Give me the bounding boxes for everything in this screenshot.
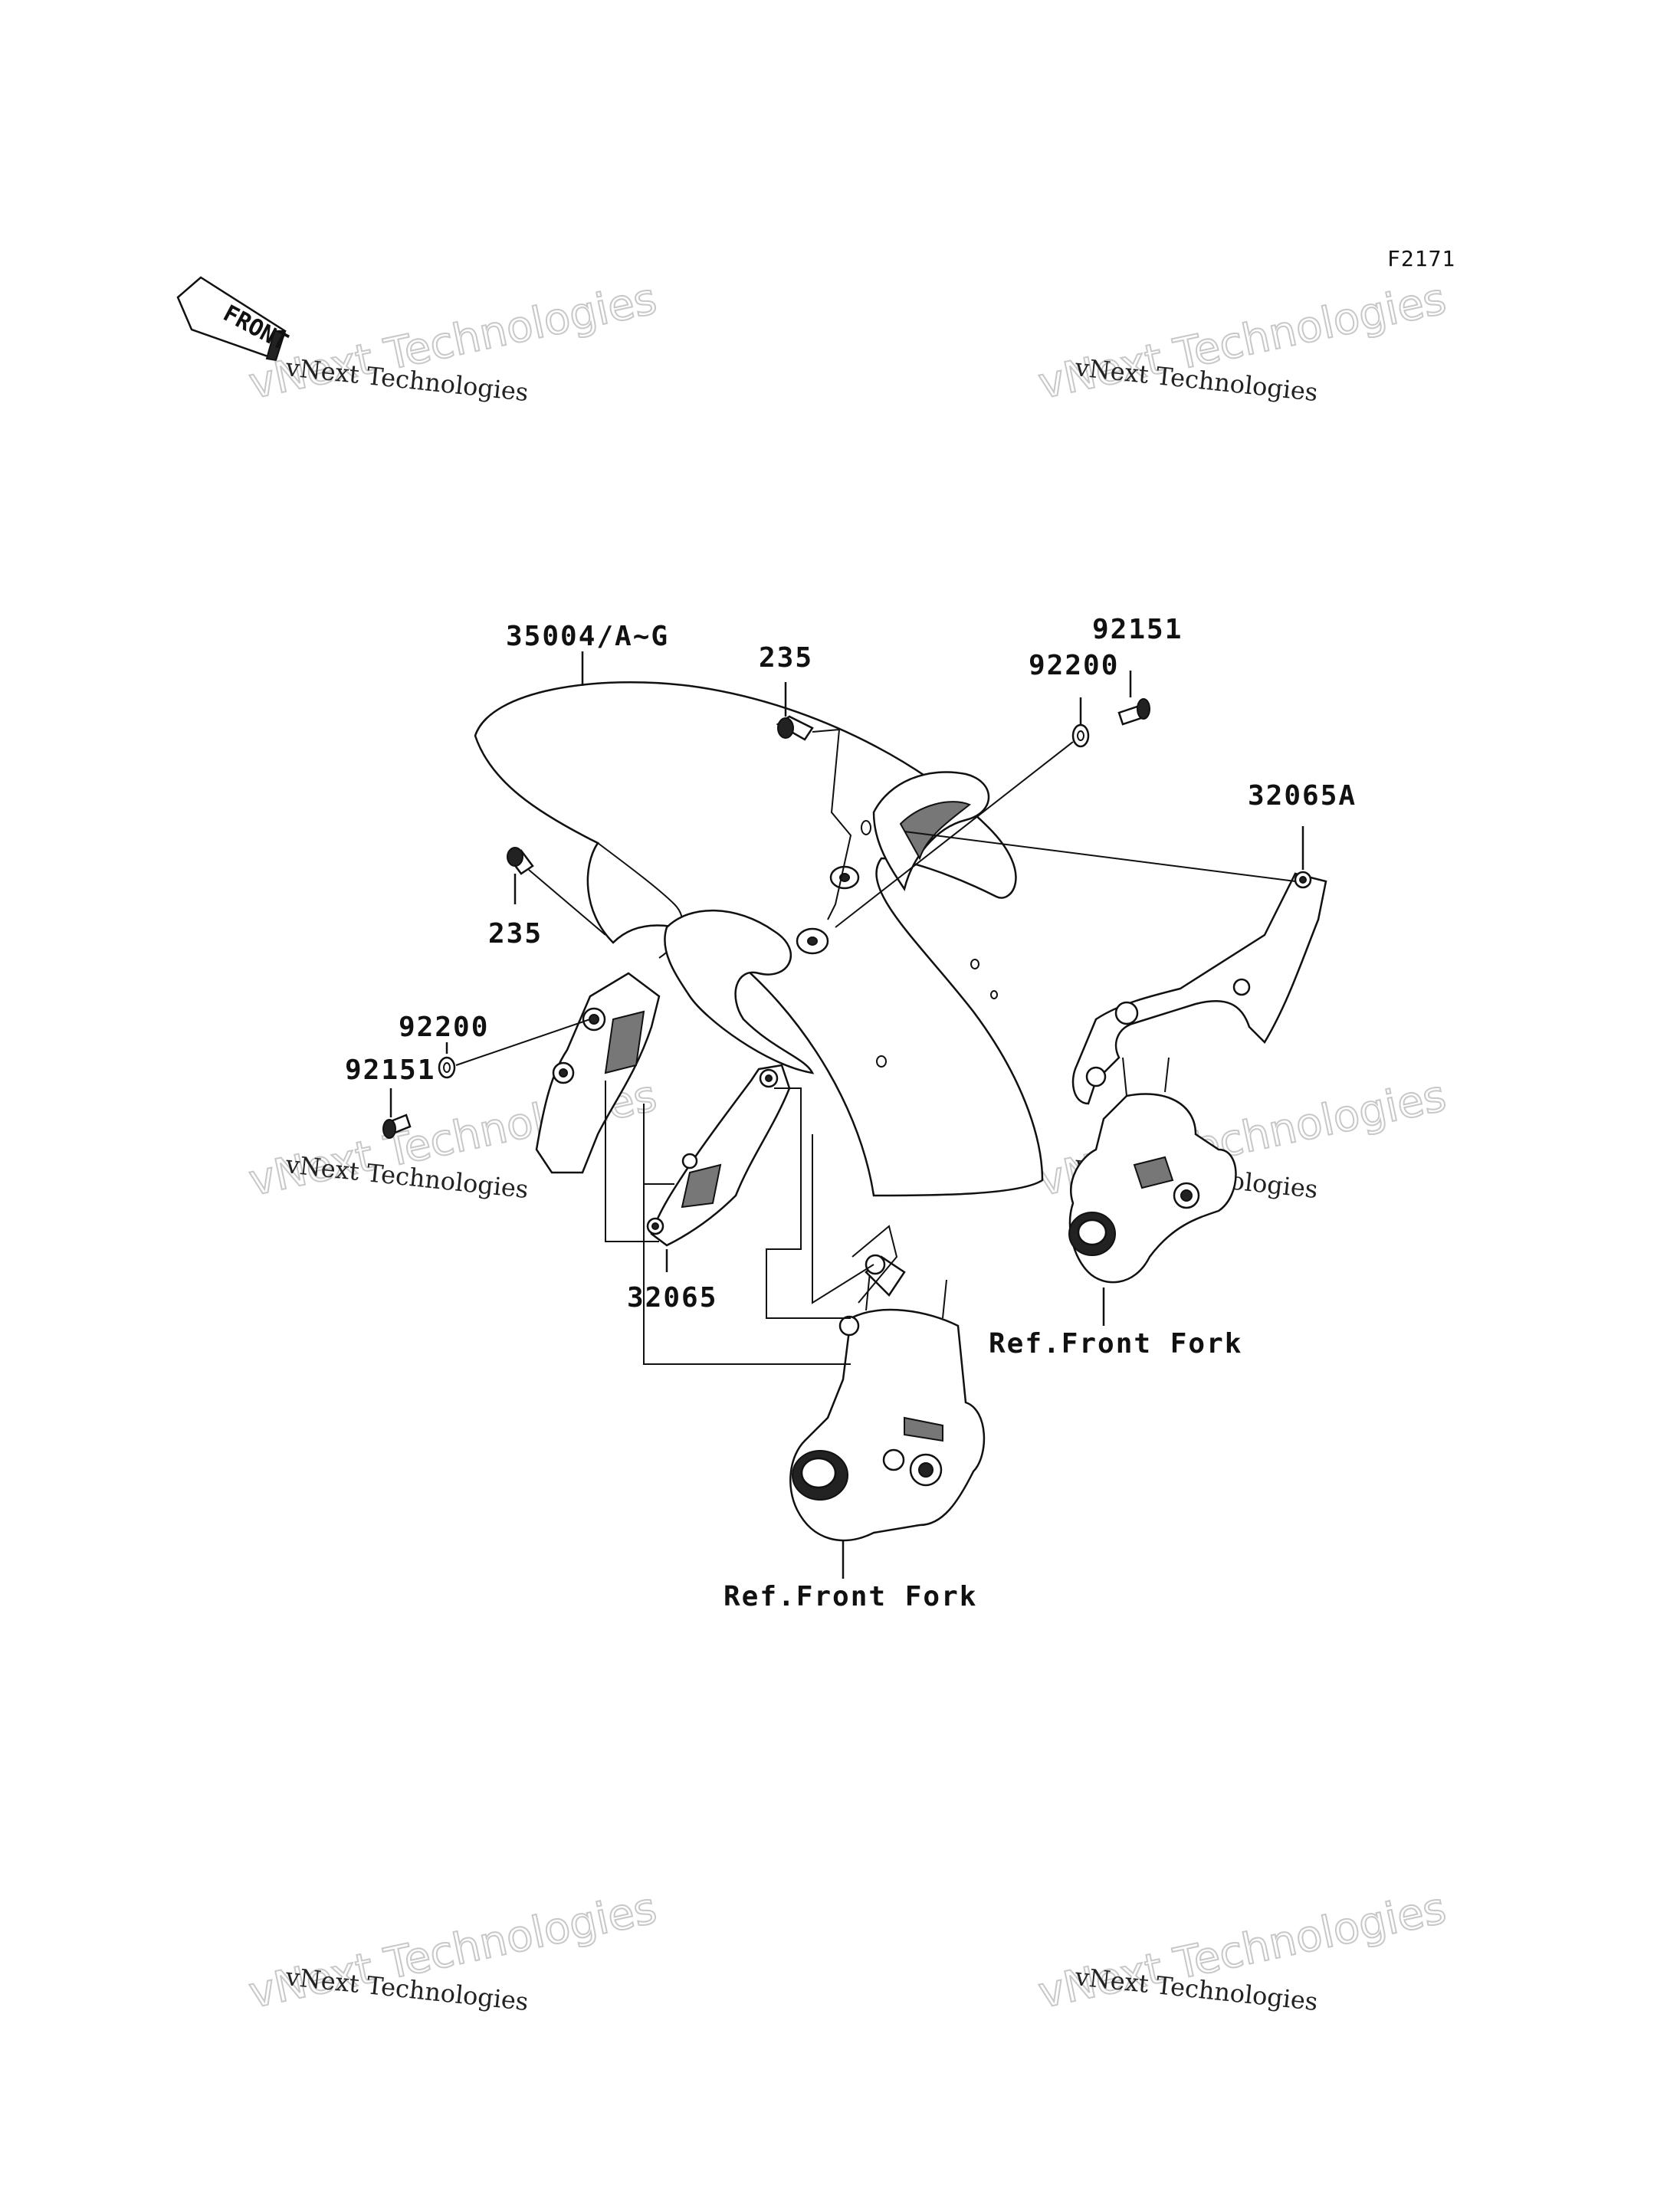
screw-92151-left	[382, 1114, 412, 1139]
watermark-2: vNext Technologies vNext Technologies	[1033, 274, 1451, 410]
watermark-5: vNext Technologies vNext Technologies	[244, 1883, 661, 2019]
left-fender-stay	[646, 1064, 791, 1247]
label-stay-32065: 32065	[627, 1282, 717, 1314]
label-bolt-235-left: 235	[488, 918, 543, 950]
label-ref-front-fork-left: Ref.Front Fork	[724, 1581, 977, 1612]
right-front-fork	[1068, 1057, 1237, 1284]
label-ref-front-fork-right: Ref.Front Fork	[989, 1328, 1242, 1360]
front-arrow-icon: FRONT	[176, 276, 293, 362]
label-stay-32065a: 32065A	[1248, 780, 1357, 812]
washer-92200-right	[1071, 723, 1090, 748]
left-fender-bracket	[535, 972, 661, 1174]
bolt-235-top	[776, 715, 814, 741]
label-bolt-235-top: 235	[759, 642, 813, 674]
label-fender: 35004/A~G	[506, 621, 669, 652]
leader-lines	[389, 651, 1304, 1579]
left-front-fork	[789, 1225, 986, 1542]
right-fender-stay	[1071, 871, 1327, 1105]
bolt-235-left	[507, 847, 534, 875]
label-washer-92200-right: 92200	[1029, 650, 1119, 681]
label-washer-92200-left: 92200	[399, 1012, 489, 1043]
screw-92151-right	[1117, 698, 1150, 726]
watermark-6: vNext Technologies vNext Technologies	[1033, 1883, 1451, 2019]
washer-92200-left	[438, 1056, 456, 1079]
diagram-code: F2171	[1387, 246, 1455, 271]
watermark-1: vNext Technologies vNext Technologies	[244, 274, 661, 410]
label-screw-92151-left: 92151	[345, 1055, 435, 1086]
front-fender	[474, 681, 1044, 1197]
label-screw-92151-right: 92151	[1092, 614, 1183, 645]
